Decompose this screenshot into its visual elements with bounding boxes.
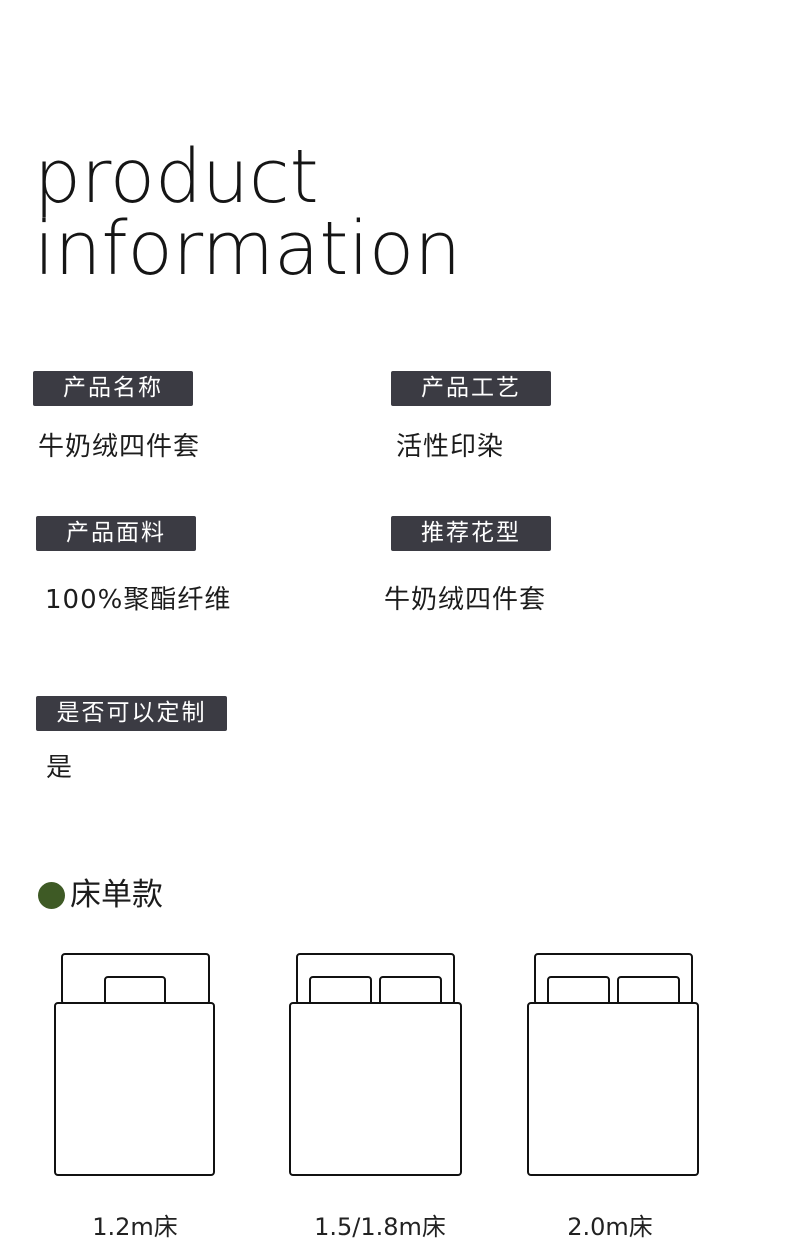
- section-title: 床单款: [70, 877, 163, 913]
- section-bullet-icon: [38, 882, 65, 909]
- field-label-pattern: 推荐花型: [391, 516, 551, 551]
- bed-label-king: 2.0m床: [567, 1213, 653, 1241]
- bed-label-single: 1.2m床: [92, 1213, 178, 1241]
- field-value-craft: 活性印染: [396, 432, 505, 462]
- field-label-custom: 是否可以定制: [36, 696, 227, 731]
- bed-label-double: 1.5/1.8m床: [314, 1213, 446, 1241]
- field-value-pattern: 牛奶绒四件套: [384, 585, 547, 615]
- field-value-name: 牛奶绒四件套: [38, 432, 201, 462]
- field-label-fabric: 产品面料: [36, 516, 196, 551]
- field-label-craft: 产品工艺: [391, 371, 551, 406]
- title-line1: product: [34, 134, 319, 220]
- title-line2: information: [34, 206, 462, 292]
- field-value-fabric: 100%聚酯纤维: [45, 585, 232, 615]
- field-label-name: 产品名称: [33, 371, 193, 406]
- field-value-custom: 是: [46, 753, 74, 783]
